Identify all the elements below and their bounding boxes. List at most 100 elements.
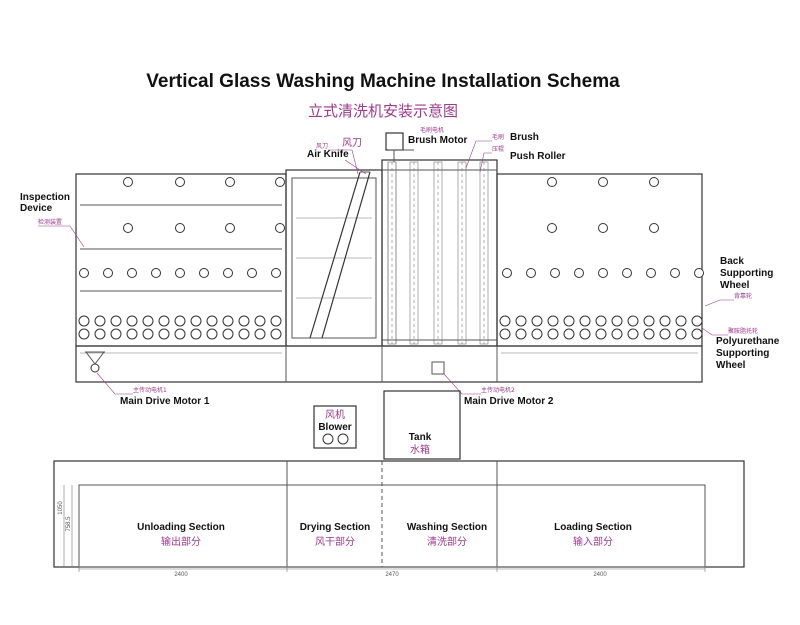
poly-wheel-label-1: Polyurethane (716, 336, 780, 347)
polyurethane-wheel-icon (142, 328, 154, 340)
section-loading-cn: 输入部分 (573, 535, 613, 548)
polyurethane-wheel-icon (563, 315, 575, 327)
drying-chamber-inner (291, 177, 377, 339)
back-wheel-icon (79, 268, 89, 278)
push-roller-label-cn: 压辊 (492, 145, 504, 153)
poly-wheel-label-2: Supporting (716, 348, 769, 359)
right-panel (496, 173, 704, 347)
polyurethane-wheel-icon (206, 328, 218, 340)
back-wheel-icon (574, 268, 584, 278)
polyurethane-wheel-icon (499, 315, 511, 327)
back-wheel-label-1: Back (720, 256, 744, 267)
back-wheel-icon (550, 268, 560, 278)
air-knife-label: Air Knife (307, 149, 349, 160)
polyurethane-wheel-icon (627, 328, 639, 340)
tank-box (383, 390, 461, 460)
back-wheel-label-2: Supporting (720, 268, 773, 279)
back-wheel-icon (526, 268, 536, 278)
polyurethane-wheel-icon (78, 315, 90, 327)
back-wheel-icon (622, 268, 632, 278)
section-drying-cn: 风干部分 (315, 535, 355, 548)
section-washing-cn: 清洗部分 (427, 535, 467, 548)
polyurethane-wheel-icon (531, 328, 543, 340)
polyurethane-wheel-icon (499, 328, 511, 340)
blower-box (313, 405, 357, 449)
main-drive-motor-2-icon (431, 361, 445, 375)
air-knife-blade-1 (309, 171, 361, 339)
back-wheel-icon (275, 177, 285, 187)
polyurethane-wheel-icon (531, 315, 543, 327)
polyurethane-wheel-icon (110, 315, 122, 327)
floor-plan-outer (53, 460, 745, 568)
back-wheel-icon (103, 268, 113, 278)
polyurethane-wheel-icon (222, 328, 234, 340)
polyurethane-wheel-icon (158, 315, 170, 327)
polyurethane-wheel-icon (675, 328, 687, 340)
polyurethane-wheel-icon (547, 315, 559, 327)
blower-label-cn: 风机 (325, 408, 345, 421)
main-drive-motor-2-label: Main Drive Motor 2 (464, 396, 554, 407)
base-frame (75, 345, 703, 383)
tank-label-cn: 水箱 (410, 443, 430, 456)
brush-label-cn: 毛刷 (492, 133, 504, 141)
blower-unit: 风机 Blower (313, 405, 357, 449)
back-wheel-icon (670, 268, 680, 278)
back-wheel-icon (598, 177, 608, 187)
back-wheel-icon (271, 268, 281, 278)
polyurethane-wheel-icon (515, 315, 527, 327)
back-wheel-label-3: Wheel (720, 280, 750, 291)
back-wheel-icon (547, 223, 557, 233)
back-wheel-icon (175, 223, 185, 233)
main-drive-motor-1-leader (96, 372, 133, 395)
main-drive-motor-2-leader (443, 373, 481, 395)
dim-left-1: 1050 (58, 501, 64, 515)
main-drive-motor-1-icon (90, 363, 100, 373)
center-machine (285, 132, 498, 347)
polyurethane-wheel-icon (222, 315, 234, 327)
back-wheel-icon (598, 223, 608, 233)
tank-label: Tank (409, 432, 432, 443)
polyurethane-wheel-icon (659, 328, 671, 340)
left-back-wheels (79, 177, 285, 278)
back-wheel-icon (151, 268, 161, 278)
back-wheel-icon (646, 268, 656, 278)
poly-wheel-label-cn: 聚胺脂托轮 (728, 327, 758, 335)
polyurethane-wheel-icon (142, 315, 154, 327)
back-wheel-icon (247, 268, 257, 278)
back-wheel-icon (225, 177, 235, 187)
labels: Inspection Device 检测装置 Air Knife 风刀 风刀 毛… (20, 126, 780, 407)
brush-motor-label-cn: 毛刷电机 (420, 126, 444, 134)
diagram-title: Vertical Glass Washing Machine Installat… (146, 71, 620, 92)
back-wheel-icon (123, 223, 133, 233)
polyurethane-wheel-icon (126, 328, 138, 340)
push-roller-label: Push Roller (510, 151, 566, 162)
polyurethane-wheel-icon (579, 315, 591, 327)
base-frame-rect (75, 345, 703, 383)
polyurethane-wheel-icon (174, 315, 186, 327)
floor-plan-inner (78, 484, 706, 568)
section-unloading-cn: 输出部分 (161, 535, 201, 548)
back-wheel-label-cn: 背靠轮 (734, 292, 752, 300)
back-wheel-icon (502, 268, 512, 278)
dim-bottom-1: 2400 (174, 572, 188, 578)
polyurethane-wheel-icon (206, 315, 218, 327)
polyurethane-wheel-icon (94, 315, 106, 327)
main-drive-motor-1-label-cn: 主传动电机1 (133, 386, 167, 394)
back-wheel-icon (694, 268, 704, 278)
polyurethane-wheel-icon (254, 328, 266, 340)
polyurethane-wheel-icon (691, 315, 703, 327)
polyurethane-wheel-icon (254, 315, 266, 327)
back-wheel-icon (175, 177, 185, 187)
diagram-subtitle-cn: 立式清洗机安装示意图 (308, 102, 458, 120)
polyurethane-wheel-icon (547, 328, 559, 340)
blower-label: Blower (318, 422, 351, 433)
brush-leader (465, 140, 492, 169)
section-loading: Loading Section (554, 522, 632, 533)
back-wheel-icon (199, 268, 209, 278)
right-polyurethane-wheels (499, 315, 703, 340)
brush-columns (387, 161, 489, 345)
polyurethane-wheel-icon (595, 328, 607, 340)
motor-1-arm-1 (85, 351, 96, 365)
